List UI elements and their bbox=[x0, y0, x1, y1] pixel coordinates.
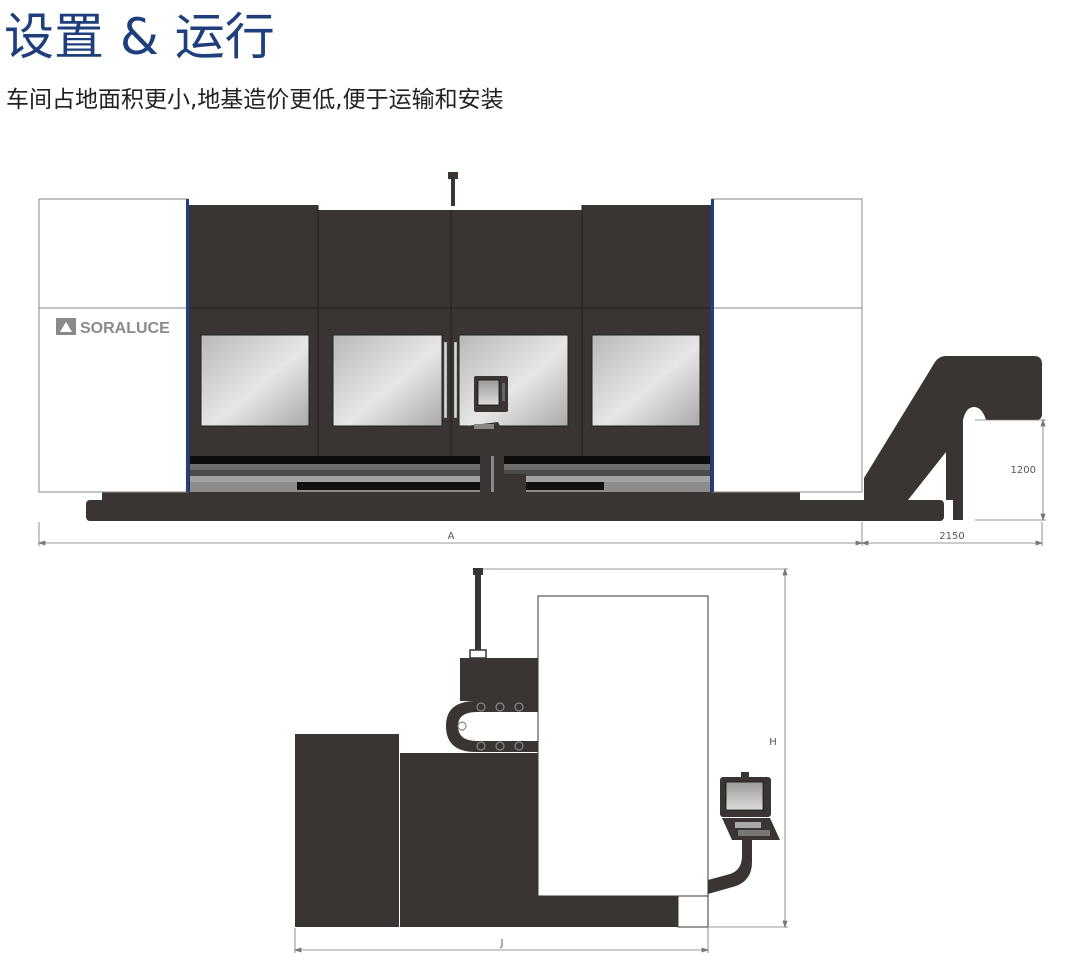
front-dimensions bbox=[37, 418, 1046, 546]
signal-post bbox=[451, 176, 455, 206]
left-blue-trim bbox=[186, 199, 189, 492]
page-title: 设置 & 运行 bbox=[4, 8, 275, 66]
right-blue-trim bbox=[711, 199, 714, 492]
front-view: SORALUCE bbox=[37, 172, 1046, 546]
dimension-h-label: H bbox=[769, 737, 777, 748]
chip-conveyor bbox=[864, 356, 1042, 520]
brand-text: SORALUCE bbox=[80, 320, 170, 337]
side-bed-block bbox=[400, 753, 538, 927]
door-window-4 bbox=[591, 334, 701, 427]
dimension-j-label: J bbox=[500, 938, 504, 949]
cable-chain bbox=[446, 701, 538, 752]
dimension-a-label: A bbox=[448, 531, 455, 542]
soraluce-logo: SORALUCE bbox=[56, 318, 170, 337]
side-enclosure bbox=[537, 595, 709, 897]
dimension-2150-label: 2150 bbox=[939, 531, 964, 542]
side-control-pendant bbox=[708, 772, 780, 894]
door-window-2 bbox=[332, 334, 443, 427]
front-control-pendant bbox=[466, 376, 526, 492]
page-subtitle: 车间占地面积更小,地基造价更低,便于运输和安装 bbox=[6, 87, 504, 113]
door-window-1 bbox=[200, 334, 310, 427]
side-view: H J bbox=[293, 567, 788, 953]
machine-base bbox=[86, 500, 944, 521]
spindle-head bbox=[460, 658, 539, 701]
dimension-1200-label: 1200 bbox=[1011, 465, 1036, 476]
side-column-block bbox=[295, 734, 399, 927]
left-enclosure-panel bbox=[38, 198, 189, 493]
side-signal-post bbox=[475, 572, 481, 650]
side-dimensions bbox=[293, 567, 788, 953]
right-enclosure-panel bbox=[711, 198, 863, 493]
